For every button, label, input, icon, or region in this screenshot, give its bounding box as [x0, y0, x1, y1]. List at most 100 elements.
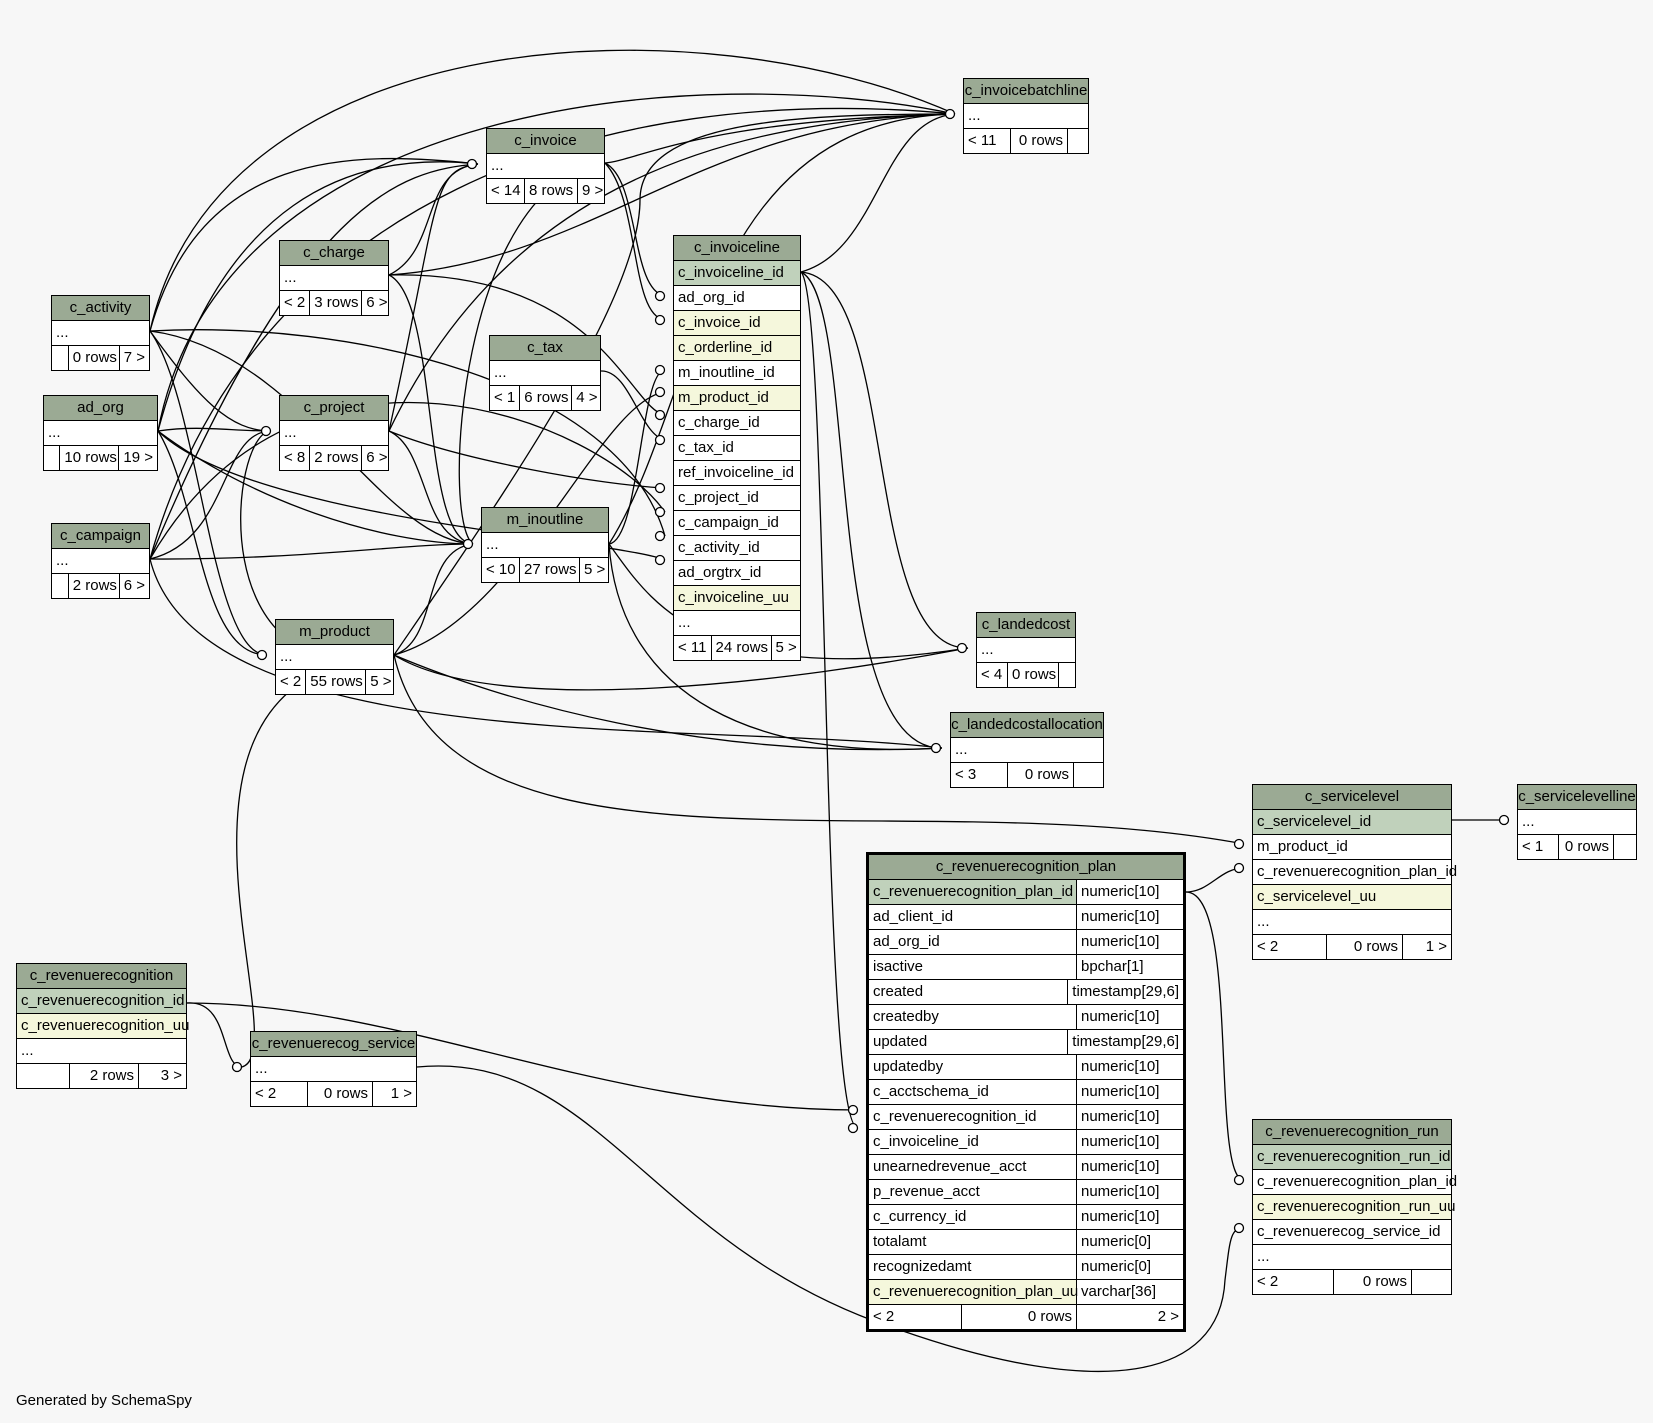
column-ellipsis: ...: [56, 552, 69, 569]
column-type: numeric[10]: [1076, 1080, 1183, 1104]
footer-parents: [52, 574, 68, 598]
column-recognizedamt: recognizedamt: [873, 1258, 972, 1275]
column-ellipsis: ...: [1257, 1248, 1270, 1265]
footer-children: 1 >: [1402, 935, 1451, 959]
footer-children: 4 >: [571, 386, 601, 410]
column-ad-orgtrx-id: ad_orgtrx_id: [678, 564, 762, 581]
table-title: c_invoice: [487, 129, 604, 154]
table-c-campaign[interactable]: c_campaign ... 2 rows 6 >: [51, 523, 150, 599]
column-c-campaign-id: c_campaign_id: [678, 514, 779, 531]
column-isactive: isactive: [873, 958, 924, 975]
column-c-orderline-id: c_orderline_id: [678, 339, 773, 356]
footer-rows: 2 rows: [67, 574, 119, 598]
column-c-revenuerecognition-run-id: c_revenuerecognition_run_id: [1257, 1148, 1451, 1165]
column-c-currency-id: c_currency_id: [873, 1208, 967, 1225]
table-title: c_tax: [490, 336, 600, 361]
column-ellipsis: ...: [284, 269, 297, 286]
table-m-inoutline[interactable]: m_inoutline ... < 10 27 rows 5 >: [481, 507, 609, 583]
table-c-revenuerecognition-run[interactable]: c_revenuerecognition_run c_revenuerecogn…: [1252, 1119, 1458, 1295]
footer-parents: < 2: [1257, 1273, 1279, 1290]
footer-children: [1073, 763, 1103, 787]
column-c-project-id: c_project_id: [678, 489, 759, 506]
column-created: created: [873, 983, 924, 1000]
footer-rows: 10 rows: [59, 446, 118, 470]
column-ellipsis: ...: [1257, 913, 1270, 930]
footer-rows: 0 rows: [67, 346, 119, 370]
footer-parents: < 4: [981, 666, 1003, 683]
column-c-revenuerecognition-plan-id: c_revenuerecognition_plan_id: [1257, 1173, 1458, 1190]
table-c-landedcostallocation[interactable]: c_landedcostallocation ... < 3 0 rows: [950, 712, 1104, 788]
column-type: numeric[10]: [1076, 1130, 1183, 1154]
footer-children: 3 >: [138, 1064, 186, 1088]
column-type: numeric[10]: [1076, 1205, 1183, 1229]
column-ellipsis: ...: [280, 648, 293, 665]
table-title: c_charge: [280, 241, 388, 266]
table-c-servicelevelline[interactable]: c_servicelevelline ... < 1 0 rows: [1517, 784, 1637, 860]
column-c-revenuerecognition-plan-uu: c_revenuerecognition_plan_uu: [869, 1280, 1078, 1304]
column-ad-org-id: ad_org_id: [873, 933, 940, 950]
footer-parents: [52, 346, 68, 370]
table-c-tax[interactable]: c_tax ... < 1 6 rows 4 >: [489, 335, 601, 411]
column-type: numeric[10]: [1076, 1105, 1183, 1129]
column-type: numeric[10]: [1076, 1155, 1183, 1179]
table-c-invoice[interactable]: c_invoice ... < 14 8 rows 9 >: [486, 128, 605, 204]
table-m-product[interactable]: m_product ... < 2 55 rows 5 >: [275, 619, 394, 695]
table-c-activity[interactable]: c_activity ... 0 rows 7 >: [51, 295, 150, 371]
table-title: c_campaign: [52, 524, 149, 549]
column-ellipsis: ...: [494, 364, 507, 381]
table-ad-org[interactable]: ad_org ... 10 rows 19 >: [43, 395, 158, 471]
footer-children: 1 >: [372, 1082, 416, 1106]
footer-rows: 3 rows: [309, 291, 361, 315]
footer-rows: 24 rows: [710, 636, 771, 660]
table-c-invoicebatchline[interactable]: c_invoicebatchline ... < 11 0 rows: [963, 78, 1089, 154]
footer-rows: 27 rows: [519, 558, 579, 582]
footer-parents: [44, 446, 59, 470]
table-title: m_inoutline: [482, 508, 608, 533]
column-type: numeric[0]: [1076, 1230, 1183, 1254]
column-ellipsis: ...: [1522, 813, 1535, 830]
column-c-activity-id: c_activity_id: [678, 539, 760, 556]
table-title: c_revenuerecognition_run: [1253, 1120, 1451, 1145]
footer-children: [1613, 835, 1636, 859]
column-m-inoutline-id: m_inoutline_id: [678, 364, 775, 381]
footer-children: [1411, 1270, 1451, 1294]
column-type: numeric[10]: [1076, 1055, 1183, 1079]
table-c-revenuerecognition[interactable]: c_revenuerecognition c_revenuerecognitio…: [16, 963, 190, 1089]
footer-rows: 55 rows: [305, 670, 365, 694]
table-c-servicelevel[interactable]: c_servicelevel c_servicelevel_id m_produ…: [1252, 784, 1457, 960]
footer-parents: < 10: [486, 561, 516, 578]
table-c-project[interactable]: c_project ... < 8 2 rows 6 >: [279, 395, 389, 471]
footer-children: 5 >: [579, 558, 609, 582]
footer-rows: 2 rows: [309, 446, 361, 470]
column-unearnedrevenue-acct: unearnedrevenue_acct: [873, 1158, 1027, 1175]
column-ad-client-id: ad_client_id: [873, 908, 954, 925]
footer-rows: 0 rows: [1007, 663, 1058, 687]
table-c-revenuerecognition-plan[interactable]: c_revenuerecognition_plan c_revenuerecog…: [866, 852, 1186, 1332]
column-type: numeric[10]: [1076, 930, 1183, 954]
footer-children: [1058, 663, 1075, 687]
footer-parents: < 8: [284, 449, 306, 466]
table-title: c_project: [280, 396, 388, 421]
column-c-invoiceline-id: c_invoiceline_id: [678, 264, 784, 281]
table-c-landedcost[interactable]: c_landedcost ... < 4 0 rows: [976, 612, 1076, 688]
column-c-tax-id: c_tax_id: [678, 439, 734, 456]
column-c-acctschema-id: c_acctschema_id: [873, 1083, 989, 1100]
column-c-revenuerecognition-uu: c_revenuerecognition_uu: [21, 1017, 190, 1034]
footer-rows: 0 rows: [1007, 763, 1073, 787]
table-c-invoiceline[interactable]: c_invoiceline c_invoiceline_id ad_org_id…: [673, 235, 801, 661]
footer-parents: < 3: [955, 766, 977, 783]
footer-children: 6 >: [361, 291, 391, 315]
column-ellipsis: ...: [678, 614, 691, 631]
column-c-servicelevel-uu: c_servicelevel_uu: [1257, 888, 1377, 905]
footer-rows: 0 rows: [1010, 129, 1067, 153]
footer-children: 6 >: [361, 446, 391, 470]
footer-children: 6 >: [118, 574, 149, 598]
table-title: c_servicelevelline: [1518, 785, 1636, 810]
table-c-charge[interactable]: c_charge ... < 2 3 rows 6 >: [279, 240, 389, 316]
footer-children: 5 >: [365, 670, 395, 694]
footer-children: [1067, 129, 1088, 153]
column-ref-invoiceline-id: ref_invoiceline_id: [678, 464, 794, 481]
table-c-revenuerecog-service[interactable]: c_revenuerecog_service ... < 2 0 rows 1 …: [250, 1031, 417, 1107]
footer-rows: 0 rows: [1333, 1270, 1411, 1294]
